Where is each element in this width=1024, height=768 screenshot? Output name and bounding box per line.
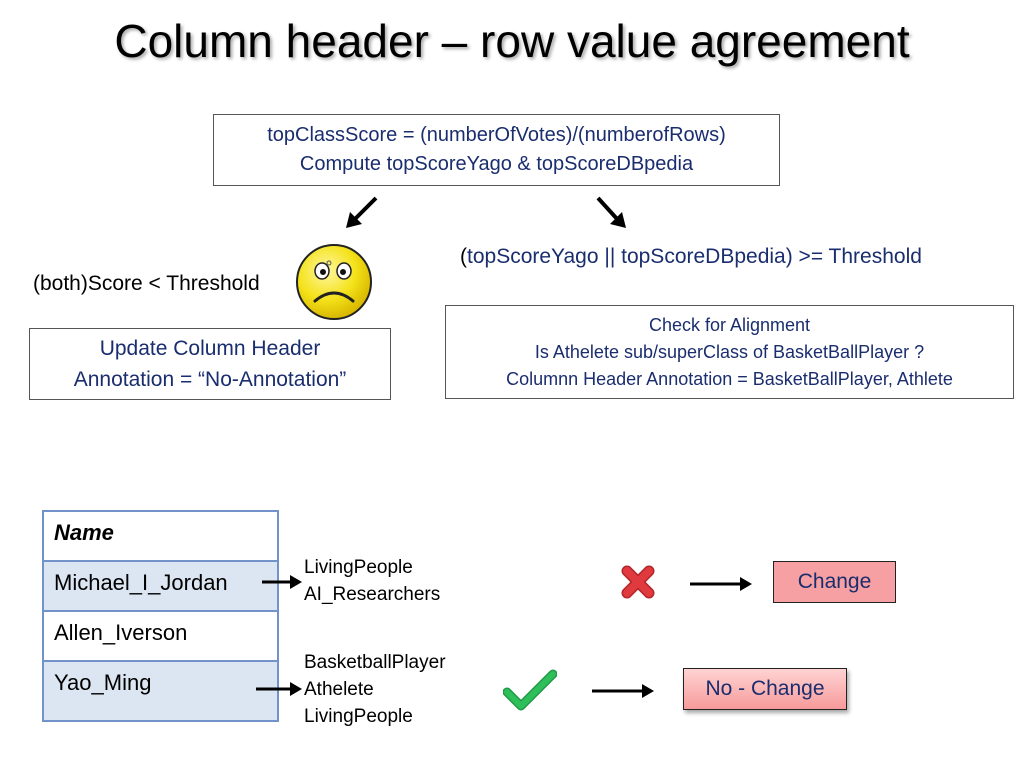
right-condition-label: (topScoreYago || topScoreDBpedia) >= Thr… xyxy=(460,245,922,269)
table-header: Name xyxy=(44,512,277,562)
type-item: Athelete xyxy=(304,679,374,700)
update-line-1: Update Column Header xyxy=(99,337,321,360)
update-line-2: Annotation = “No-Annotation” xyxy=(73,368,347,391)
alignment-line-2: Is Athelete sub/superClass of BasketBall… xyxy=(534,341,925,362)
alignment-line-1: Check for Alignment xyxy=(648,314,811,335)
arrow-right-icon xyxy=(592,684,654,698)
formula-box: topClassScore = (numberOfVotes)/(numbero… xyxy=(213,114,780,186)
alignment-box: Check for Alignment Is Athelete sub/supe… xyxy=(445,305,1014,399)
arrow-down-left-icon xyxy=(346,196,378,228)
left-condition-label: (both)Score < Threshold xyxy=(33,272,260,295)
type-item: LivingPeople xyxy=(304,706,413,727)
check-icon xyxy=(503,669,557,711)
arrow-right-icon xyxy=(690,577,752,591)
right-condition-paren: ( xyxy=(460,245,467,268)
type-item: AI_Researchers xyxy=(304,584,441,605)
arrow-down-right-icon xyxy=(596,196,626,228)
formula-line-2: Compute topScoreYago & topScoreDBpedia xyxy=(299,153,694,175)
yao-type-list: BasketballPlayer Athelete LivingPeople xyxy=(304,649,446,730)
arrow-right-icon xyxy=(262,575,302,589)
change-result-box: Change xyxy=(773,561,896,603)
cross-icon xyxy=(621,565,655,599)
update-annotation-box: Update Column Header Annotation = “No-An… xyxy=(29,328,391,400)
table-row: Yao_Ming xyxy=(44,662,277,720)
arrow-right-icon xyxy=(256,682,302,696)
alignment-line-3: Columnn Header Annotation = BasketBallPl… xyxy=(506,368,953,389)
sad-face-icon xyxy=(296,244,372,320)
type-item: LivingPeople xyxy=(304,557,413,578)
no-change-result-box: No - Change xyxy=(683,668,847,710)
jordan-type-list: LivingPeople AI_Researchers xyxy=(304,554,440,608)
type-item: BasketballPlayer xyxy=(304,652,446,673)
table-row: Michael_I_Jordan xyxy=(44,562,277,612)
name-table: Name Michael_I_Jordan Allen_Iverson Yao_… xyxy=(42,510,279,722)
table-row: Allen_Iverson xyxy=(44,612,277,662)
formula-line-1: topClassScore = (numberOfVotes)/(numbero… xyxy=(267,124,726,146)
slide-title: Column header – row value agreement xyxy=(114,15,910,67)
right-condition-text: topScoreYago || topScoreDBpedia) >= Thre… xyxy=(467,245,922,268)
